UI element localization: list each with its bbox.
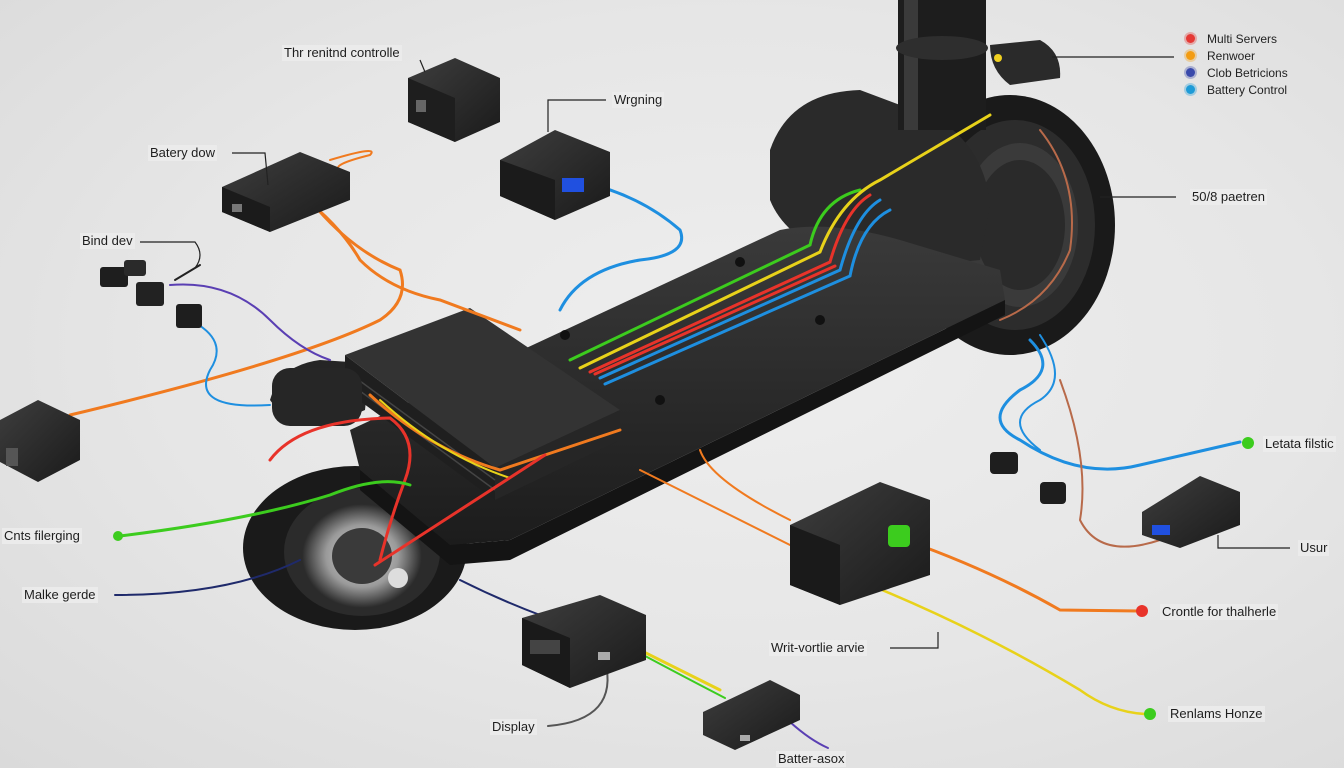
legend-item: Battery Control bbox=[1186, 81, 1326, 98]
wire-endpoints bbox=[113, 437, 1254, 720]
legend-label: Battery Control bbox=[1207, 82, 1288, 97]
legend-label: Multi Servers bbox=[1207, 31, 1278, 46]
label-battery-dow: Batery dow bbox=[148, 145, 218, 161]
legend-swatch bbox=[1186, 51, 1195, 60]
wire-harness bbox=[68, 113, 1242, 749]
legend-swatch bbox=[1186, 68, 1195, 77]
label-wrgning: Wrgning bbox=[612, 92, 665, 108]
legend: Multi Servers Renwoer Clob Betricions Ba… bbox=[1186, 30, 1326, 98]
legend-item: Multi Servers bbox=[1186, 30, 1326, 47]
legend-item: Renwoer bbox=[1186, 47, 1326, 64]
label-letata-filstic: Letata filstic bbox=[1263, 436, 1336, 452]
label-bind-dev: Bind dev bbox=[80, 233, 135, 249]
leader-lines bbox=[140, 56, 1290, 649]
label-paetren: 50/8 paetren bbox=[1190, 189, 1268, 205]
label-usur: Usur bbox=[1298, 540, 1330, 556]
legend-item: Clob Betricions bbox=[1186, 64, 1326, 81]
battery-pack bbox=[344, 308, 620, 500]
legend-label: Renwoer bbox=[1207, 48, 1256, 63]
legend-swatch bbox=[1186, 34, 1195, 43]
label-writ-vortlie: Writ-vortlie arvie bbox=[769, 640, 867, 656]
label-display: Display bbox=[490, 719, 537, 735]
controller-box-icon bbox=[0, 58, 1240, 750]
label-crontle-for: Crontle for thalherle bbox=[1160, 604, 1279, 620]
label-batter-asox: Batter-asox bbox=[776, 751, 847, 767]
legend-swatch bbox=[1186, 85, 1195, 94]
legend-label: Clob Betricions bbox=[1207, 65, 1288, 80]
connector-icon bbox=[100, 260, 1066, 504]
label-malke-gerde: Malke gerde bbox=[22, 587, 98, 603]
label-cnts-filerging: Cnts filerging bbox=[2, 528, 82, 544]
label-top-controller: Thr renitnd controlle bbox=[282, 45, 402, 61]
label-rentlams-honze: Renlams Honze bbox=[1168, 706, 1265, 722]
